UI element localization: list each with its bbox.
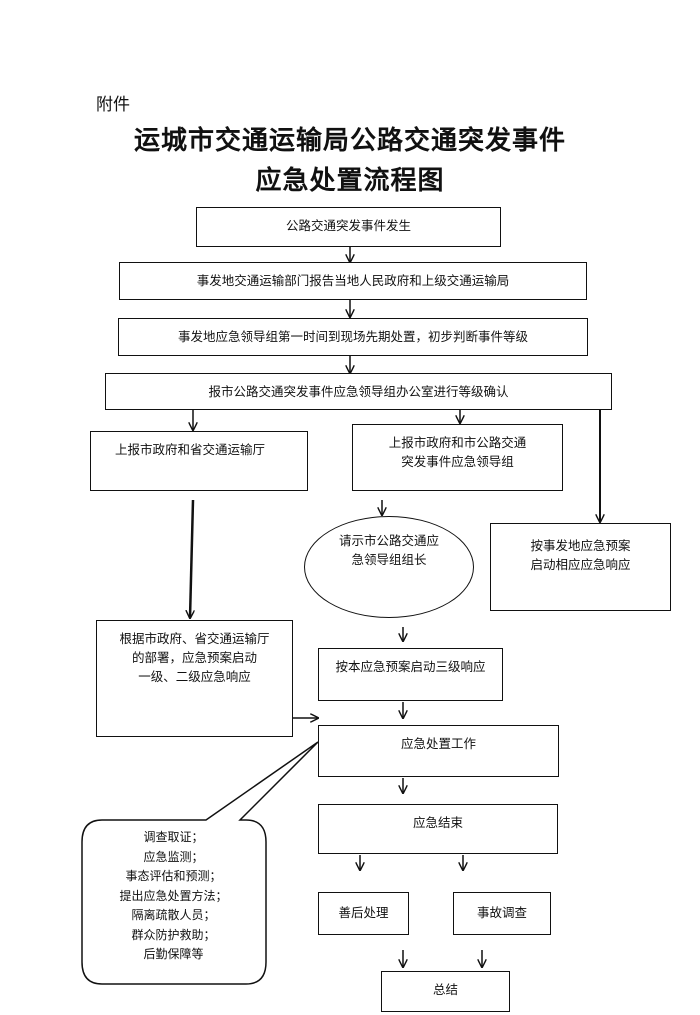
node-aftermath: 善后处理	[318, 892, 409, 935]
attachment-label: 附件	[96, 95, 130, 115]
node-level12-response: 根据市政府、省交通运输厅 的部署，应急预案启动 一级、二级应急响应	[96, 620, 293, 737]
node-level3-response: 按本应急预案启动三级响应	[318, 648, 503, 701]
node-first-response: 事发地应急领导组第一时间到现场先期处置，初步判断事件等级	[118, 318, 588, 356]
arrow-province-to-level12	[190, 499, 193, 618]
node-investigation: 事故调查	[453, 892, 551, 935]
task-callout-bubble	[81, 741, 319, 985]
node-event-occurs: 公路交通突发事件发生	[196, 207, 501, 247]
node-report-local-government: 事发地交通运输部门报告当地人民政府和上级交通运输局	[119, 262, 587, 300]
node-summary: 总结	[381, 971, 510, 1012]
node-local-plan-response: 按事发地应急预案 启动相应应急响应	[490, 523, 671, 611]
handling-task-list: 调查取证； 应急监测； 事态评估和预测； 提出应急处置方法； 隔离疏散人员； 群…	[119, 830, 228, 961]
node-request-leader: 请示市公路交通应 急领导组组长	[304, 516, 474, 618]
page-title-line2: 应急处置流程图	[255, 166, 445, 196]
node-report-city-leadership: 上报市政府和市公路交通 突发事件应急领导组	[352, 424, 563, 491]
node-emergency-end: 应急结束	[318, 804, 558, 854]
node-report-province: 上报市政府和省交通运输厅	[90, 431, 308, 491]
page-title-line1: 运城市交通运输局公路交通突发事件	[133, 126, 566, 156]
node-emergency-handling: 应急处置工作	[318, 725, 559, 777]
node-level-confirmation: 报市公路交通突发事件应急领导组办公室进行等级确认	[105, 373, 612, 410]
